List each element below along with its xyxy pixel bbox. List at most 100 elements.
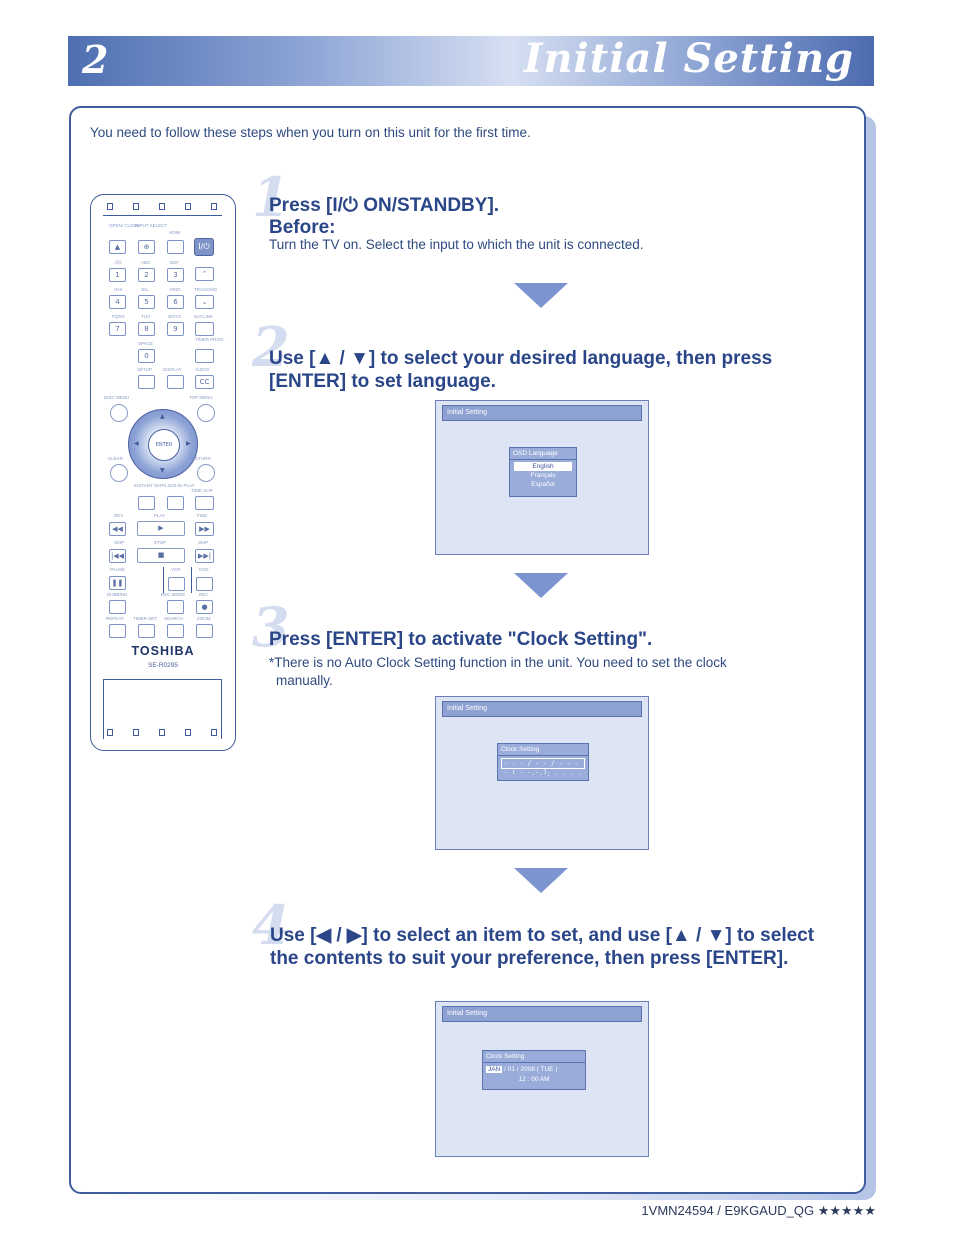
open-close-button: ▲ xyxy=(109,240,126,254)
intro-text: You need to follow these steps when you … xyxy=(90,125,531,140)
indicator xyxy=(159,203,165,210)
label-display: DISPLAY xyxy=(163,367,182,372)
label-repeat: REPEAT xyxy=(106,616,124,621)
clock-time-field: - - : - - - - xyxy=(531,770,582,778)
down-arrow-icon: ▼ xyxy=(160,467,165,474)
dubbing-button xyxy=(109,600,126,614)
indicator xyxy=(211,203,217,210)
label-dvd: DVD xyxy=(199,567,209,572)
label-disc-menu: DISC MENU xyxy=(104,395,130,400)
audio-button: CC xyxy=(195,375,214,389)
clock-setting-screen-filled: Initial Setting Clock Setting JAN / 01 /… xyxy=(435,1001,649,1157)
step-3-number: 3 xyxy=(252,595,290,659)
indicator xyxy=(185,729,191,736)
label-search: SEARCH xyxy=(164,616,183,621)
key-7: 7 xyxy=(109,322,126,336)
clock-setting-title: Clock Setting xyxy=(498,744,588,756)
clock-date-field: - - - / - - / - - - - ( - - - ) xyxy=(501,758,585,776)
zoom-button xyxy=(196,624,213,638)
search-button xyxy=(167,624,184,638)
label-return: RETURN xyxy=(192,456,211,461)
remote-divider xyxy=(103,215,222,216)
page-title: Initial Setting xyxy=(523,35,854,82)
clock-date-row: JAN / 01 / 2008 ( TUE ) xyxy=(486,1065,582,1075)
label-sat-link: SAT.LINK xyxy=(194,314,214,319)
label-open-close: OPEN/ CLOSE xyxy=(109,223,140,228)
label-zoom: ZOOM xyxy=(197,616,211,621)
label-key4: GHI xyxy=(114,287,123,292)
page-header: 2 Initial Setting xyxy=(68,36,874,86)
display-button xyxy=(167,375,184,389)
indicator xyxy=(185,203,191,210)
hdmi-button xyxy=(167,240,184,254)
channel-down-button: ⌄ xyxy=(195,295,214,309)
dvd-button xyxy=(196,577,213,591)
label-time-slip: TIME SLIP xyxy=(191,488,213,493)
step-3-note-line1: *There is no Auto Clock Setting function… xyxy=(269,655,727,670)
language-option-english: English xyxy=(514,462,572,471)
power-button: I/⏻ xyxy=(194,238,214,256)
indicator xyxy=(159,729,165,736)
label-timer-set: TIMER SET xyxy=(133,616,158,621)
label-space: SPACE xyxy=(138,341,153,346)
setup-button xyxy=(138,375,155,389)
label-skip-back: SKIP xyxy=(114,540,125,545)
clock-month-field: JAN xyxy=(486,1066,503,1073)
label-dubbing: DUBBING xyxy=(107,592,128,597)
input-select-button: ⊕ xyxy=(138,240,155,254)
key-0: 0 xyxy=(138,349,155,363)
label-tracking: TRACKING xyxy=(194,287,218,292)
label-clear: CLEAR xyxy=(108,456,124,461)
remote-control: OPEN/ CLOSE INPUT SELECT HDMI ▲ ⊕ I/⏻ .@… xyxy=(90,194,236,751)
top-menu-button xyxy=(197,404,215,422)
label-key2: ABC xyxy=(141,260,151,265)
step-2-title-line2: [ENTER] to set language. xyxy=(269,371,496,392)
enter-button: ENTER xyxy=(148,429,180,461)
rev-button: ◀◀ xyxy=(109,522,126,536)
down-arrow-icon xyxy=(514,868,568,893)
indicator xyxy=(211,729,217,736)
label-key1: .@/: xyxy=(114,260,123,265)
clock-setting-panel: Clock Setting JAN / 01 / 2008 ( TUE ) 12… xyxy=(482,1050,586,1090)
key-8: 8 xyxy=(138,322,155,336)
instant-skip-button xyxy=(138,496,155,510)
skip-forward-button: ▶▶| xyxy=(195,549,214,563)
label-key8: TUV xyxy=(141,314,150,319)
page-number: 2 xyxy=(82,37,109,82)
remote-bottom-indicators xyxy=(107,729,217,736)
key-5: 5 xyxy=(138,295,155,309)
screen-header: Initial Setting xyxy=(442,405,642,421)
clear-button xyxy=(110,464,128,482)
navigation-dpad: ▲ ▼ ◀ ▶ ENTER xyxy=(128,409,198,479)
stop-button: ■ xyxy=(137,548,185,563)
play-speed-button xyxy=(167,496,184,510)
osd-language-title: OSD Language xyxy=(510,448,576,460)
key-2: 2 xyxy=(138,268,155,282)
skip-back-button: |◀◀ xyxy=(109,549,126,563)
document-code: 1VMN24594 / E9KGAUD_QG ★★★★★ xyxy=(641,1203,876,1218)
clock-setting-screen-blank: Initial Setting Clock Setting - - - / - … xyxy=(435,696,649,850)
step-2-title-line1: Use [▲ / ▼] to select your desired langu… xyxy=(269,348,773,369)
clock-setting-title: Clock Setting xyxy=(483,1051,585,1063)
remote-divider xyxy=(103,679,222,680)
step-1-text: Turn the TV on. Select the input to whic… xyxy=(269,237,644,252)
label-rec: REC xyxy=(199,592,209,597)
step-4-number: 4 xyxy=(252,893,290,957)
indicator xyxy=(107,729,113,736)
channel-up-button: ⌃ xyxy=(195,267,214,281)
rec-mode-button xyxy=(167,600,184,614)
step-4-title-line1: Use [◀ / ▶] to select an item to set, an… xyxy=(270,925,815,946)
left-arrow-icon: ◀ xyxy=(134,440,139,447)
step-3-title: Press [ENTER] to activate "Clock Setting… xyxy=(269,629,653,650)
language-option-espanol: Español xyxy=(531,481,555,488)
label-pause: PAUSE xyxy=(110,567,125,572)
pause-button: ❚❚ xyxy=(109,576,126,590)
step-3-note-line2: manually. xyxy=(276,673,333,688)
indicator xyxy=(107,203,113,210)
label-setup: SETUP xyxy=(137,367,153,372)
label-vcr: VCR xyxy=(171,567,181,572)
key-1: 1 xyxy=(109,268,126,282)
osd-language-panel: OSD Language English Français Español xyxy=(509,447,577,497)
step-1-title: Press [I/⏻ ON/STANDBY]. xyxy=(269,195,500,216)
label-key3: DEF xyxy=(170,260,179,265)
